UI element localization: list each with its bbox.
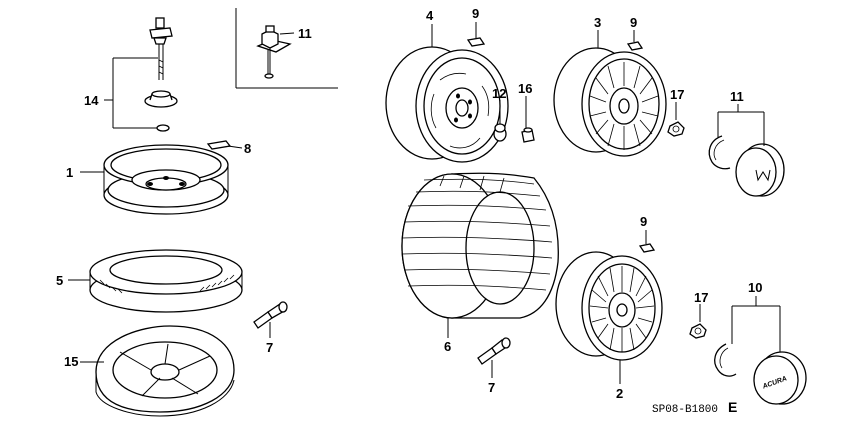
drawing-code: SP08-B1800 E [652, 399, 737, 416]
callout-17a: 17 [670, 87, 684, 102]
callout-16: 16 [518, 81, 532, 96]
callout-7b: 7 [488, 380, 495, 395]
lug-nut-12 [493, 100, 507, 142]
callout-12: 12 [492, 86, 506, 101]
spare-clamp-bolt-13 [256, 25, 295, 79]
callout-9b: 9 [630, 15, 637, 30]
inset-frame [235, 8, 338, 89]
callout-8: 8 [244, 141, 251, 156]
callout-6: 6 [444, 339, 451, 354]
callout-11: 11 [730, 89, 744, 104]
callout-labels: 11 14 8 1 5 15 7 4 9 3 9 12 16 17 11 9 6… [56, 6, 762, 401]
callout-17b: 17 [694, 290, 708, 305]
spare-tire-5 [68, 249, 243, 313]
callout-14: 14 [84, 93, 99, 108]
spare-hold-bolt-14 [104, 17, 178, 132]
drawing-code-text: SP08-B1800 [652, 404, 718, 416]
label-sticker-8 [206, 140, 243, 150]
callout-9c: 9 [640, 214, 647, 229]
alloy-wheel-3 [553, 30, 667, 157]
center-cap-11 [708, 104, 785, 197]
drawing-code-suffix: E [728, 399, 737, 415]
balance-weight-9a [466, 22, 486, 47]
balance-weight-9b [626, 30, 644, 51]
callout-15: 15 [64, 354, 78, 369]
callout-1: 1 [66, 165, 73, 180]
callout-3: 3 [594, 15, 601, 30]
valve-stem-7b [477, 337, 511, 378]
callout-7a: 7 [266, 340, 273, 355]
callout-4: 4 [426, 8, 434, 23]
callout-2: 2 [616, 386, 623, 401]
center-cap-10: ACURA [714, 296, 807, 405]
callout-10: 10 [748, 280, 762, 295]
steel-wheel-4 [385, 24, 509, 163]
alloy-wheel-2 [555, 251, 663, 384]
spare-rim-1 [80, 144, 229, 215]
tire-6 [401, 172, 559, 338]
lug-nut-17a [667, 102, 685, 137]
foam-spacer-15 [80, 325, 235, 417]
alloy-wheel-2-spokes [589, 266, 655, 352]
callout-13: 11 [298, 26, 312, 41]
lug-nut-16 [521, 96, 535, 143]
callout-5: 5 [56, 273, 63, 288]
balance-weight-9c [638, 230, 656, 253]
valve-stem-7a [253, 301, 288, 338]
callout-9a: 9 [472, 6, 479, 21]
lug-nut-17b [689, 304, 707, 339]
alloy-wheel-3-spokes [589, 62, 659, 150]
